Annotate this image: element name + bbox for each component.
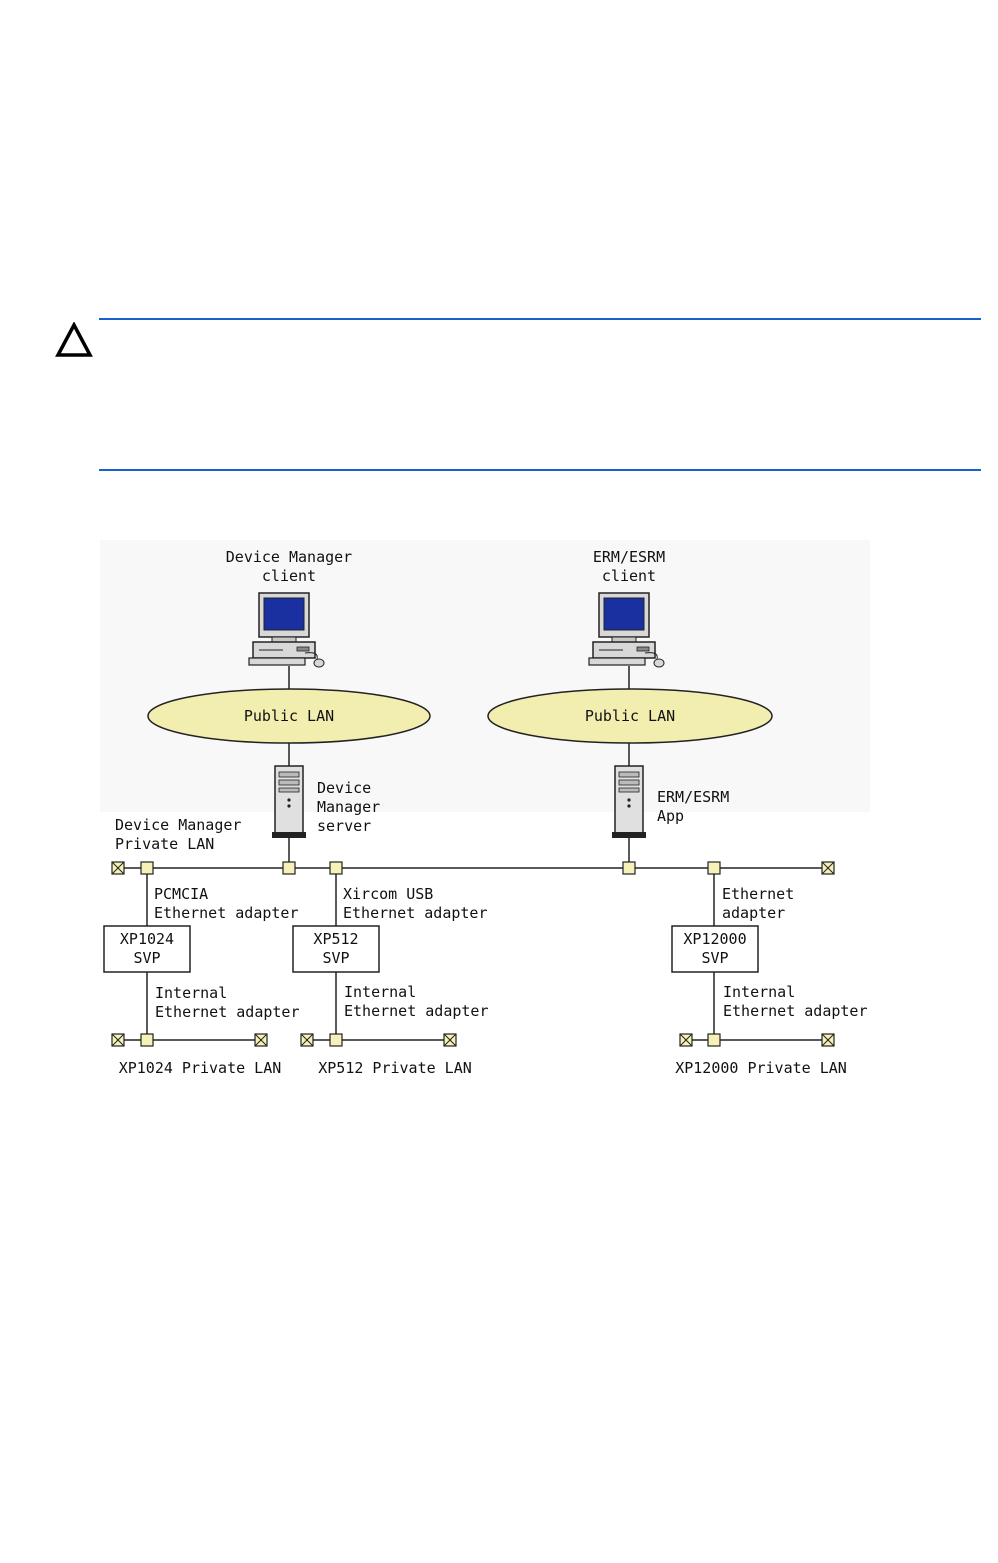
xp512-svp-label-2: SVP <box>322 949 349 967</box>
lan-terminator-right <box>821 861 835 875</box>
dm-private-lan-label: Device Manager <box>115 816 241 834</box>
pcmcia-label: PCMCIA <box>154 885 208 903</box>
dm-server-node <box>282 861 296 875</box>
caution-bottom-rule <box>99 469 981 471</box>
dm-server-label-2: Manager <box>317 798 380 816</box>
pcmcia-node <box>140 861 154 875</box>
xircom-node <box>329 861 343 875</box>
internal-adapter-a-label: Internal <box>155 984 227 1002</box>
public-lan-right-ellipse <box>487 688 773 744</box>
internal-adapter-c-label: Internal <box>723 983 795 1001</box>
xp12000-svp-label-2: SVP <box>701 949 728 967</box>
xircom-label-2: Ethernet adapter <box>343 904 488 922</box>
erm-client-label: ERM/ESRM <box>593 548 665 566</box>
public-lan-left-label: Public LAN <box>244 707 334 725</box>
xircom-label: Xircom USB <box>343 885 433 903</box>
ethernet-node <box>707 861 721 875</box>
internal-adapter-a-label-2: Ethernet adapter <box>155 1003 300 1021</box>
ethernet-label: Ethernet <box>722 885 794 903</box>
dm-server-tower-icon <box>271 765 307 839</box>
public-lan-right-label: Public LAN <box>585 707 675 725</box>
internal-adapter-b-label-2: Ethernet adapter <box>344 1002 489 1020</box>
ethernet-label-2: adapter <box>722 904 785 922</box>
dm-server-label: Device <box>317 779 371 797</box>
xp1024-svp-label-2: SVP <box>133 949 160 967</box>
internal-adapter-b-label: Internal <box>344 983 416 1001</box>
erm-app-node <box>622 861 636 875</box>
xp1024-private-lan-label: XP1024 Private LAN <box>119 1059 282 1077</box>
erm-app-label-2: App <box>657 807 684 825</box>
xp12000-private-lan-label: XP12000 Private LAN <box>675 1059 847 1077</box>
network-diagram: Device Manager client ERM/ESRM client Pu… <box>100 540 880 1094</box>
xp12000-svp-box <box>671 925 759 973</box>
xp1024-svp-label: XP1024 <box>120 930 174 948</box>
caution-top-rule <box>99 318 981 320</box>
caution-triangle-icon <box>55 321 93 362</box>
pcmcia-label-2: Ethernet adapter <box>154 904 299 922</box>
lan-terminator-left <box>111 861 125 875</box>
erm-app-label: ERM/ESRM <box>657 788 729 806</box>
internal-adapter-c-label-2: Ethernet adapter <box>723 1002 868 1020</box>
erm-app-tower-icon <box>611 765 647 839</box>
dm-private-lan-label-2: Private LAN <box>115 835 214 853</box>
diagram-background <box>100 540 870 812</box>
xp512-svp-label: XP512 <box>313 930 358 948</box>
xp512-private-lan-label: XP512 Private LAN <box>318 1059 472 1077</box>
dm-client-label-2: client <box>262 567 316 585</box>
xp12000-svp-label: XP12000 <box>683 930 746 948</box>
dm-server-label-3: server <box>317 817 371 835</box>
erm-client-label-2: client <box>602 567 656 585</box>
dm-client-label: Device Manager <box>226 548 352 566</box>
